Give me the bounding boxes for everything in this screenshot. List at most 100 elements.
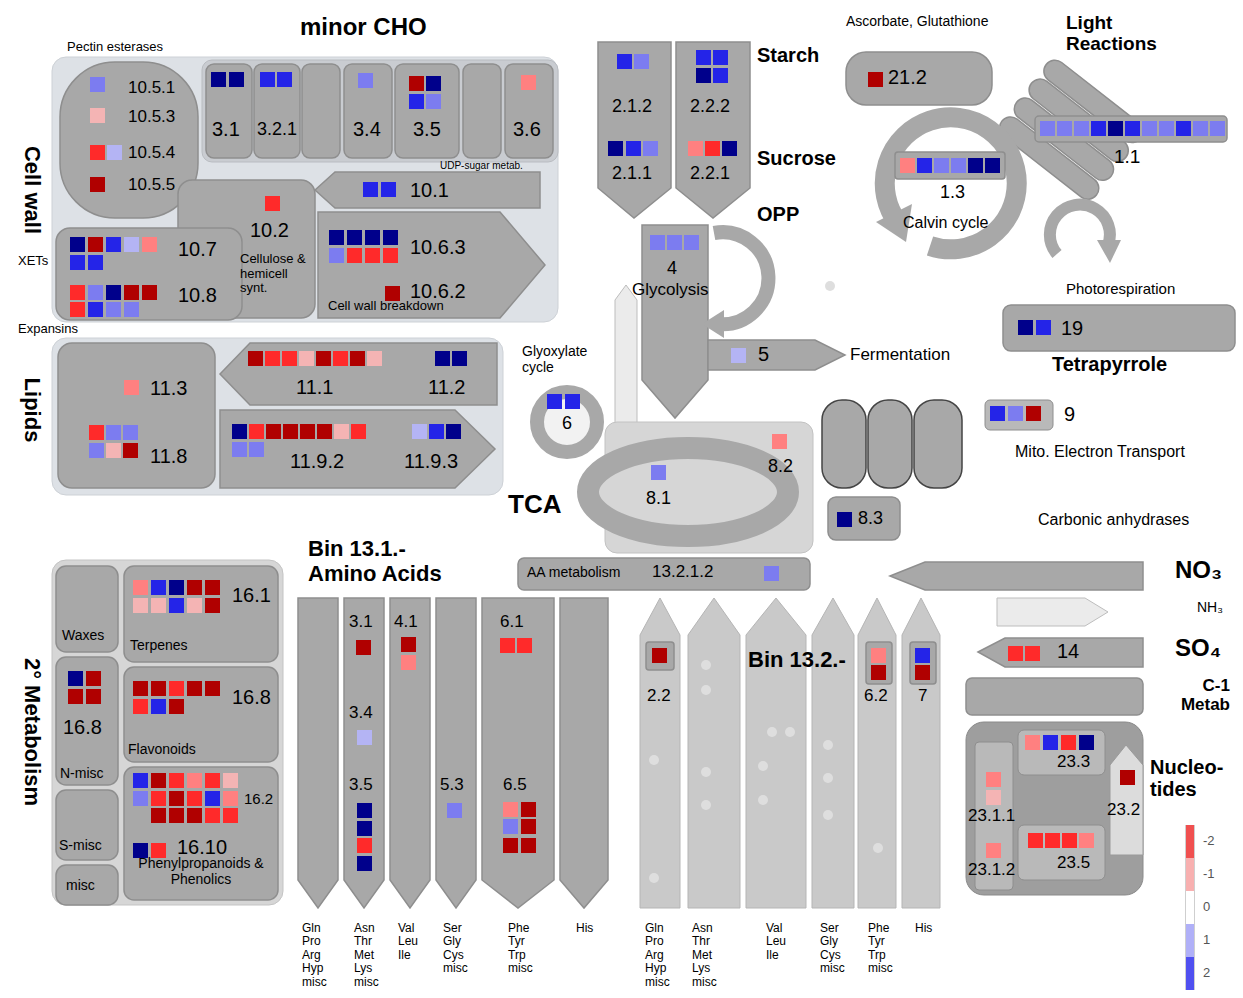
bin-box: 2° MetabolismWaxes16.1Terpenes16.8N-misc…	[52, 560, 283, 905]
dot	[823, 810, 833, 820]
bin-label: His	[915, 922, 932, 935]
bin-box: 16.216.10Phenylpropanoids & Phenolics	[124, 767, 278, 900]
legend-label: 0	[1203, 899, 1210, 914]
bin-label: 9	[1064, 403, 1075, 425]
heading-label: Lipids	[20, 378, 45, 443]
bin-box: Gln Pro Arg Hyp misc	[298, 598, 338, 908]
bin-box	[463, 64, 501, 158]
bin-label: 23.1.2	[968, 860, 1015, 879]
bin-box: 2.1.22.1.1	[598, 42, 671, 218]
bin-label: Nucleo- tides	[1150, 756, 1238, 801]
arrow-shape	[315, 172, 540, 208]
heading-label: Cell wall	[20, 146, 45, 234]
dot	[767, 727, 777, 737]
bin-label: 11.3	[150, 377, 187, 399]
bin-label: 8.1	[646, 488, 671, 508]
heading-label: Bin 13.1.- Amino Acids	[308, 537, 473, 586]
legend-swatch	[1185, 924, 1195, 957]
bin-label: Phenylpropanoids & Phenolics	[124, 856, 278, 887]
bin-label: 11.9.3	[404, 450, 458, 472]
bin-label: Fermentation	[850, 345, 950, 364]
bin-label: minor CHO	[300, 14, 427, 41]
bin-box: 23.2	[1110, 742, 1143, 855]
bin-label: 19	[1061, 317, 1083, 339]
bin-box: 19Tetrapyrrole	[1003, 305, 1235, 351]
bin-label: 3.1	[349, 612, 373, 631]
bin-label: 3.1	[212, 118, 240, 140]
bin-label: NO₃	[1175, 557, 1222, 584]
bin-label: Asn Thr Met Lys misc	[692, 922, 726, 989]
bin-box: AA metabolism13.2.1.2	[518, 558, 810, 590]
bin-box: 1.3Calvin cycle	[875, 105, 1031, 261]
legend-label: 1	[1203, 932, 1210, 947]
mito-crista	[822, 400, 866, 488]
arrow-shape	[615, 285, 637, 425]
bin-box: Light Reactions1.1	[1035, 116, 1227, 142]
bin-label: 3.4	[353, 118, 381, 140]
legend-label: -2	[1203, 833, 1215, 848]
bin-label: SO₄	[1175, 635, 1221, 662]
cycle-arrow	[885, 117, 1017, 249]
cycle-arrow	[714, 232, 768, 324]
bin-box: His	[560, 598, 608, 908]
bin-label: 11.2	[428, 376, 465, 398]
bin-label: TCA	[508, 490, 561, 519]
bin-box: misc	[56, 865, 118, 905]
expression-squares	[107, 145, 746, 745]
bin-box: TCA8.18.2	[605, 422, 813, 553]
heading-label: Bin 13.2.-	[748, 648, 846, 673]
bin-label: His	[576, 922, 593, 935]
bin-label: 1.3	[940, 182, 965, 202]
bin-label: 21.2	[888, 66, 927, 88]
bin-box: 2.2Gln Pro Arg Hyp misc	[640, 598, 680, 908]
bin-box: 16.1Terpenes	[124, 566, 278, 662]
bin-label: 23.2	[1107, 800, 1140, 819]
arrow-head	[1097, 240, 1121, 263]
dot	[823, 740, 833, 750]
bin-label: 2.2.2	[690, 96, 730, 116]
expression-squares	[68, 72, 1135, 853]
bin-label: Expansins	[18, 322, 78, 337]
bin-label: misc	[66, 878, 95, 894]
dot	[701, 685, 711, 695]
bin-box: 16.8N-misc	[56, 657, 118, 785]
dot	[649, 755, 659, 765]
bin-label: 5.3	[440, 775, 464, 794]
bin-box: XETs10.710.8Expansins	[56, 228, 242, 320]
amino-column	[688, 598, 740, 908]
bin-label: Cell wall breakdown	[328, 299, 444, 314]
bin-label: 3.5	[413, 118, 441, 140]
bin-label: 10.5.5	[128, 175, 175, 194]
bin-label: Waxes	[62, 628, 104, 644]
bin-label: 4.1	[394, 612, 418, 631]
arrow-shape	[978, 638, 1143, 667]
bin-label: 14	[1057, 640, 1079, 662]
bin-box: 6.2Phe Tyr Trp misc	[858, 598, 896, 908]
amino-column	[902, 598, 940, 908]
bin-box: 7His	[902, 598, 940, 908]
heading-label: Carbonic anhydrases	[1038, 511, 1189, 529]
bin-label: C-1 Metab	[1150, 676, 1230, 714]
bin-box: 10.6.310.6.2Cell wall breakdown	[318, 212, 545, 318]
bin-box	[56, 790, 118, 860]
legend-label: -1	[1203, 866, 1215, 881]
bin-box: Asn Thr Met Lys misc	[688, 598, 740, 908]
dot	[701, 660, 711, 670]
arrow-shape	[890, 562, 1143, 590]
bin-label: XETs	[18, 254, 48, 269]
dot	[785, 727, 795, 737]
bin-box: UDP-sugar metab.10.1	[315, 172, 540, 208]
bin-label: Ser Gly Cys misc	[820, 922, 854, 976]
bin-label: Flavonoids	[128, 742, 196, 758]
bin-label: 3.4	[349, 703, 373, 722]
bin-label: 1.1	[1114, 146, 1140, 167]
bin-box: S-misc	[56, 790, 118, 860]
bin-label: Phe Tyr Trp misc	[868, 922, 902, 976]
bin-label: S-misc	[59, 838, 102, 854]
bin-label: 10.2	[250, 219, 289, 241]
bin-box	[58, 343, 215, 488]
expression-squares	[68, 68, 1123, 871]
bin-label: 10.5.1	[128, 78, 175, 97]
bin-label: 11.1	[296, 376, 333, 398]
